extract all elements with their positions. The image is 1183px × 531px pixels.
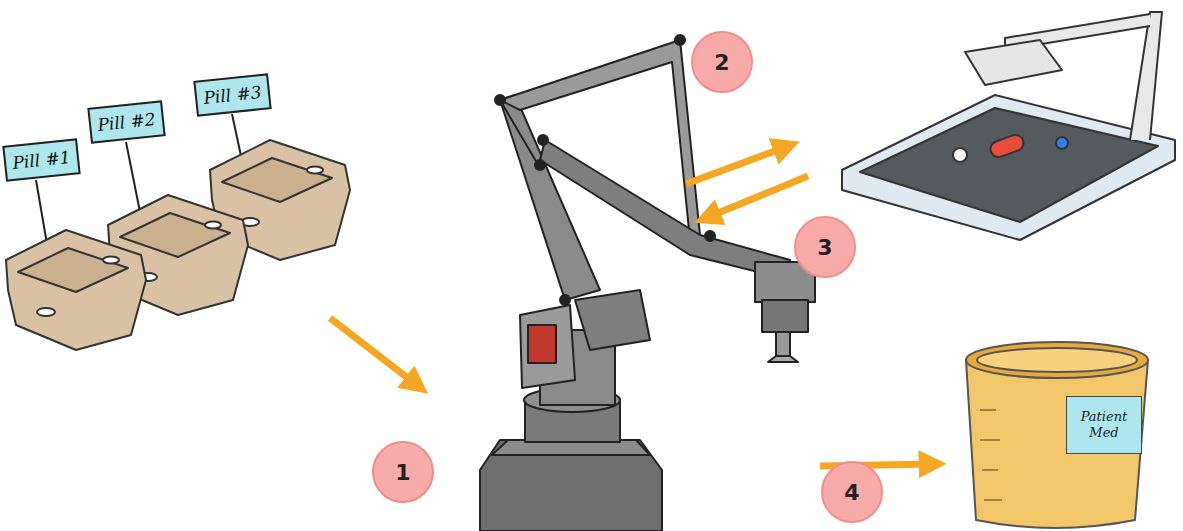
- callout-number: 3: [794, 216, 856, 278]
- medicine-cup: [966, 342, 1148, 528]
- callout-text: 3: [817, 235, 832, 260]
- callout-text: 4: [844, 480, 859, 505]
- pill-label: Pill #1: [2, 138, 80, 182]
- callout-number: 4: [821, 461, 883, 523]
- label-text: Pill #3: [203, 82, 263, 108]
- callout-text: 2: [714, 50, 729, 75]
- imaging-platform: [842, 12, 1175, 240]
- pill-label: Pill #3: [193, 73, 271, 117]
- callout-text: 1: [395, 460, 410, 485]
- callout-number: 1: [372, 441, 434, 503]
- label-text: Patient Med: [1074, 409, 1134, 440]
- robot-arm: [480, 35, 815, 531]
- flow-arrow: [330, 146, 934, 466]
- callout-number: 2: [691, 31, 753, 93]
- label-text: Pill #2: [97, 109, 157, 135]
- cup-label: Patient Med: [1066, 396, 1142, 454]
- label-text: Pill #1: [12, 147, 72, 173]
- pill-label: Pill #2: [87, 100, 165, 144]
